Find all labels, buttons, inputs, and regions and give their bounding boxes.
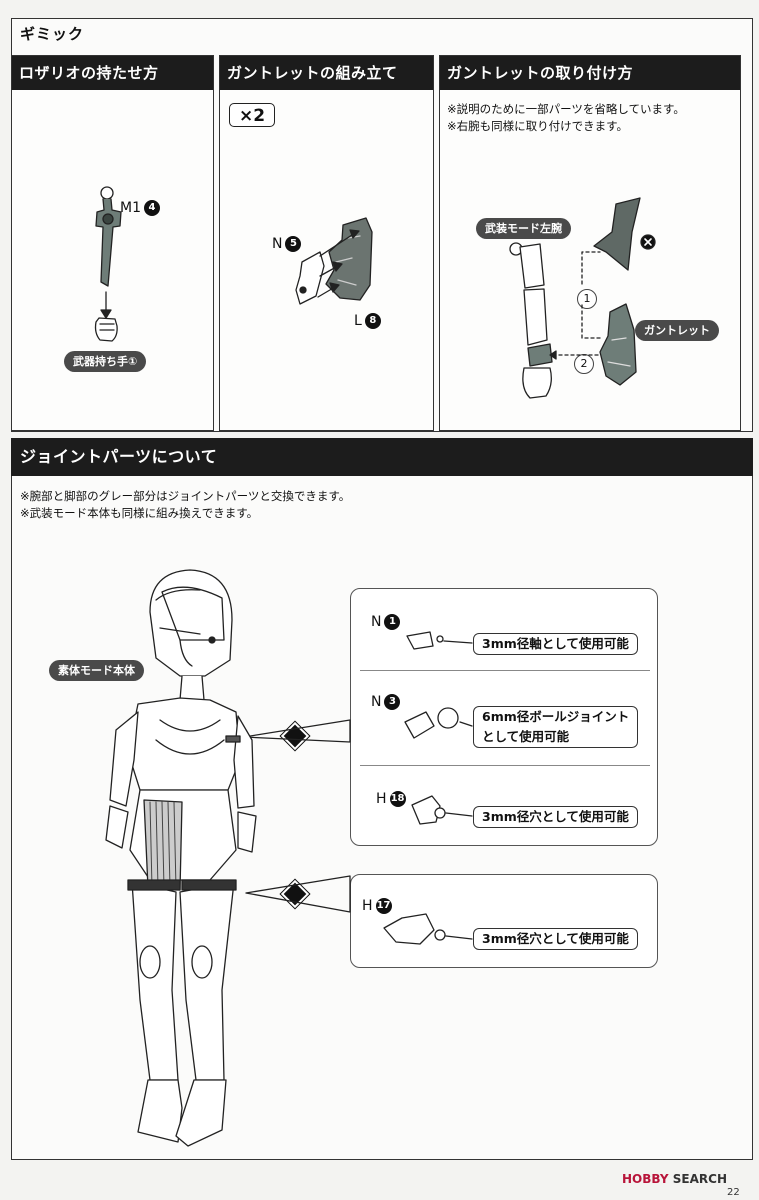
part-n-number: 5 — [285, 236, 302, 252]
joint-part-n1: N 1 — [371, 614, 401, 630]
gauntlet-assembly-panel: ガントレットの組み立て — [219, 55, 434, 431]
joint-part-h18-illustration — [411, 795, 446, 825]
h18-number: 18 — [389, 791, 406, 807]
n1-number: 1 — [384, 614, 401, 630]
gauntlet-label: ガントレット — [635, 320, 719, 341]
weapon-hand-label: 武器持ち手① — [64, 351, 147, 372]
h17-letter: H — [362, 898, 373, 914]
arm-illustration — [509, 242, 553, 399]
joint-part-h18: H 18 — [376, 791, 406, 807]
gimmick-title: ギミック — [20, 25, 85, 43]
joint-heading: ジョイントパーツについて — [11, 438, 753, 476]
hobbysearch-watermark: HOBBY SEARCH — [622, 1172, 727, 1186]
joint-part-h17-illustration — [383, 913, 446, 945]
use-3mm-shaft: 3mm径軸として使用可能 — [473, 633, 638, 655]
gauntlet-attach-heading: ガントレットの取り付け方 — [440, 56, 740, 90]
joint-note-2: ※武装モード本体も同様に組み換えできます。 — [20, 506, 259, 520]
rosario-part-code: M1 4 — [120, 200, 160, 216]
joint-part-h17: H 17 — [362, 898, 392, 914]
excluded-gauntlet-part — [593, 197, 656, 271]
callout-divider-2 — [360, 765, 650, 766]
gauntlet-parts-illustration — [295, 217, 373, 305]
use-6mm-ball: 6mm径ボールジョイント として使用可能 — [473, 706, 639, 748]
joint-note-1: ※腕部と脚部のグレー部分はジョイントパーツと交換できます。 — [20, 489, 351, 503]
n3-letter: N — [371, 694, 382, 710]
joint-part-n3-illustration — [404, 707, 459, 739]
part-n-letter: N — [272, 236, 283, 252]
rosario-cross-illustration — [95, 186, 122, 287]
h18-letter: H — [376, 791, 387, 807]
part-l-number: 8 — [364, 313, 381, 329]
attach-note-1: ※説明のために一部パーツを省略しています。 — [447, 102, 685, 116]
use-6mm-ball-line2: として使用可能 — [482, 729, 570, 744]
rosario-part-letter: M1 — [120, 200, 141, 216]
use-6mm-ball-line1: 6mm径ボールジョイント — [482, 709, 630, 724]
callout-divider-1 — [360, 670, 650, 671]
watermark-hobby: HOBBY — [622, 1172, 669, 1186]
attach-note-2: ※右腕も同様に取り付けできます。 — [447, 119, 628, 133]
rosario-part-number: 4 — [144, 200, 160, 216]
multiplier-badge: ×2 — [229, 103, 275, 127]
gauntlet-assembly-heading: ガントレットの組み立て — [220, 56, 433, 90]
n1-letter: N — [371, 614, 382, 630]
h17-number: 17 — [375, 898, 392, 914]
gauntlet-part-illustration — [599, 303, 637, 386]
page-number: 22 — [727, 1187, 740, 1198]
joint-callout-leg — [350, 874, 658, 968]
joint-part-n3: N 3 — [371, 694, 401, 710]
watermark-search: SEARCH — [672, 1172, 727, 1186]
left-arm-label: 武装モード左腕 — [476, 218, 571, 239]
rosario-heading: ロザリオの持たせ方 — [12, 56, 213, 90]
joint-part-n1-illustration — [406, 631, 444, 650]
body-mode-label: 素体モード本体 — [49, 660, 144, 681]
step-1-marker: 1 — [577, 289, 597, 309]
step-2-marker: 2 — [574, 354, 594, 374]
use-3mm-hole-arm: 3mm径穴として使用可能 — [473, 806, 638, 828]
gauntlet-part-n: N 5 — [272, 236, 302, 252]
hand-illustration — [94, 317, 118, 342]
n3-number: 3 — [384, 694, 401, 710]
figure-illustration — [105, 569, 257, 1147]
gauntlet-part-l: L 8 — [354, 313, 381, 329]
part-l-letter: L — [354, 313, 362, 329]
use-3mm-hole-leg: 3mm径穴として使用可能 — [473, 928, 638, 950]
